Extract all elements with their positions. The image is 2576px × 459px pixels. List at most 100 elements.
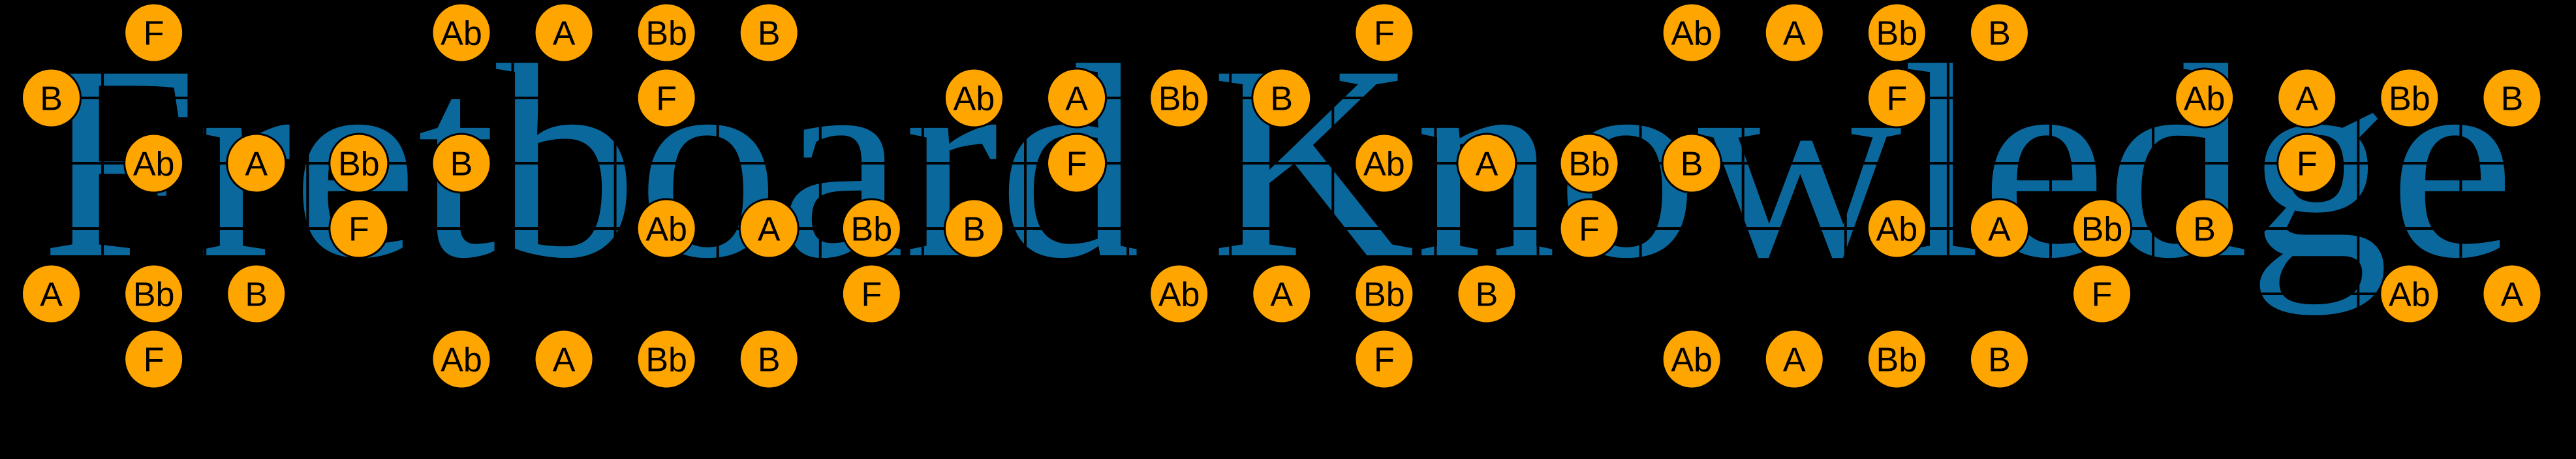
note-circle <box>1968 2 2030 63</box>
note-circle <box>431 2 492 63</box>
note-marker: F <box>1559 198 1620 259</box>
note-label: F <box>144 15 164 53</box>
note-circle <box>1968 198 2030 259</box>
note-marker: A <box>533 328 595 390</box>
note-marker: A <box>1763 328 1825 390</box>
note-marker: A <box>1968 198 2030 259</box>
note-label: F <box>349 211 369 249</box>
note-label: A <box>2501 276 2524 314</box>
note-circle <box>1456 133 1517 194</box>
note-label: A <box>1476 146 1498 183</box>
note-circle <box>636 2 697 63</box>
note-marker: A <box>738 198 799 259</box>
note-marker: Bb <box>841 198 902 259</box>
note-circle <box>1866 2 1927 63</box>
note-label: A <box>1988 211 2011 249</box>
note-circle <box>2276 133 2338 194</box>
note-circle <box>2379 263 2440 324</box>
note-label: Bb <box>133 276 175 314</box>
note-circle <box>2174 67 2235 129</box>
note-label: A <box>1783 341 1806 379</box>
note-marker: Bb <box>2072 198 2133 259</box>
note-label: B <box>1270 80 1293 118</box>
note-marker: Bb <box>328 133 390 194</box>
note-circle <box>431 328 492 390</box>
note-marker: B <box>738 2 799 63</box>
note-circle <box>533 2 595 63</box>
note-marker: Ab <box>431 2 492 63</box>
note-label: Ab <box>1876 211 1918 249</box>
note-label: F <box>2092 276 2113 314</box>
note-circle <box>1661 133 1722 194</box>
frets-group <box>0 33 2565 359</box>
note-circle <box>1763 328 1825 390</box>
note-marker: A <box>226 133 287 194</box>
note-circle <box>1661 2 1722 63</box>
note-label: F <box>1374 341 1395 379</box>
note-label: F <box>861 276 882 314</box>
note-marker: Ab <box>2379 263 2440 324</box>
note-circle <box>1046 133 1108 194</box>
note-marker: B <box>2174 198 2235 259</box>
note-label: Bb <box>645 15 687 53</box>
note-marker: F <box>2276 133 2338 194</box>
note-marker: F <box>328 198 390 259</box>
note-label: A <box>553 15 576 53</box>
note-label: Bb <box>1568 146 1610 183</box>
note-circle <box>1251 263 1312 324</box>
note-marker: B <box>21 67 82 129</box>
note-circle <box>1866 67 1927 129</box>
note-marker: A <box>533 2 595 63</box>
note-marker: Ab <box>2174 67 2235 129</box>
note-label: Bb <box>851 211 893 249</box>
note-marker: B <box>943 198 1004 259</box>
note-circle <box>2072 263 2133 324</box>
note-label: B <box>2193 211 2216 249</box>
note-marker: Bb <box>123 263 185 324</box>
note-label: A <box>1065 80 1088 118</box>
note-marker: B <box>738 328 799 390</box>
note-label: F <box>144 341 164 379</box>
note-circle <box>2072 198 2133 259</box>
note-circle <box>21 263 82 324</box>
note-circle <box>738 2 799 63</box>
note-marker: Bb <box>2379 67 2440 129</box>
note-label: B <box>1988 341 2011 379</box>
note-marker: Bb <box>1866 2 1927 63</box>
note-marker: Ab <box>636 198 697 259</box>
note-circle <box>431 133 492 194</box>
note-circle <box>943 198 1004 259</box>
note-marker: A <box>1251 263 1312 324</box>
note-circle <box>1968 328 2030 390</box>
note-circle <box>1456 263 1517 324</box>
note-circle <box>841 263 902 324</box>
note-circle <box>636 198 697 259</box>
note-label: Ab <box>2389 276 2430 314</box>
strings-group <box>0 31 2576 360</box>
note-marker: F <box>636 67 697 129</box>
note-marker: A <box>21 263 82 324</box>
note-label: B <box>245 276 268 314</box>
note-label: Ab <box>954 80 995 118</box>
note-circle <box>123 2 185 63</box>
note-marker: A <box>1763 2 1825 63</box>
note-circle <box>123 328 185 390</box>
note-circle <box>533 328 595 390</box>
note-label: A <box>1270 276 1293 314</box>
note-marker: Bb <box>1354 263 1415 324</box>
note-circle <box>1661 328 1722 390</box>
note-label: Ab <box>645 211 687 249</box>
note-marker: Ab <box>1354 133 1415 194</box>
note-marker: Ab <box>1661 328 1722 390</box>
note-circle <box>1354 328 1415 390</box>
note-circle <box>1559 198 1620 259</box>
note-marker: B <box>1661 133 1722 194</box>
note-circle <box>943 67 1004 129</box>
note-label: B <box>450 146 473 183</box>
note-label: Ab <box>441 15 482 53</box>
note-label: Ab <box>1158 276 1200 314</box>
note-circle <box>226 263 287 324</box>
note-circle <box>636 328 697 390</box>
note-circle <box>1354 133 1415 194</box>
note-label: F <box>1579 211 1600 249</box>
